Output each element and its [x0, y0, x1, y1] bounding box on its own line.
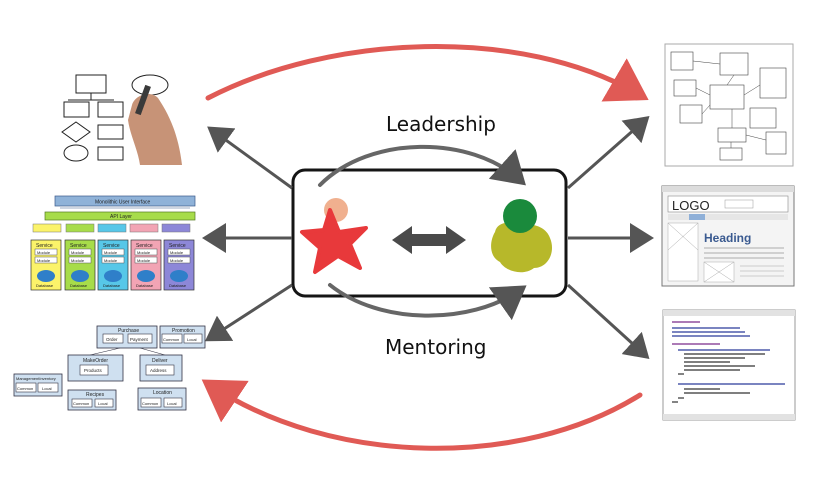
- svg-text:Common: Common: [73, 401, 89, 406]
- svg-text:Module: Module: [37, 250, 51, 255]
- svg-text:Service: Service: [36, 243, 53, 249]
- uml-diagram: [664, 43, 794, 167]
- wireframe-mockup: LOGO Heading: [661, 185, 795, 287]
- service-column-2: Service Module Module Database: [64, 239, 96, 291]
- service-column-3: Service Module Module Database: [97, 239, 129, 291]
- code-editor: [662, 309, 796, 421]
- svg-text:Module: Module: [71, 258, 85, 263]
- svg-text:Order: Order: [106, 337, 118, 342]
- bottom-red-arc: [201, 379, 643, 451]
- arrow-to-flowchart: [207, 126, 293, 190]
- svg-text:Service: Service: [136, 243, 153, 249]
- svg-text:Service: Service: [103, 243, 120, 249]
- domain-model-diagram: Purchase Order Payment Promotion Common …: [13, 325, 206, 411]
- flowchart-illustration: [61, 72, 183, 167]
- svg-text:Purchase: Purchase: [118, 328, 139, 334]
- svg-text:Service: Service: [70, 243, 87, 249]
- mentoring-label: Mentoring: [385, 335, 486, 359]
- svg-text:Recipes: Recipes: [86, 392, 105, 398]
- service-column-4: Service Module Module Database: [130, 239, 162, 291]
- svg-text:Local: Local: [42, 386, 52, 391]
- wireframe-logo: LOGO: [672, 198, 710, 213]
- arrow-to-uml: [567, 116, 650, 190]
- svg-text:Database: Database: [103, 283, 121, 288]
- svg-text:MakeOrder: MakeOrder: [83, 358, 108, 364]
- svg-text:Local: Local: [167, 401, 177, 406]
- svg-text:API Layer: API Layer: [110, 214, 132, 220]
- svg-text:Module: Module: [170, 258, 184, 263]
- svg-text:Common: Common: [163, 337, 179, 342]
- svg-text:Module: Module: [104, 250, 118, 255]
- arrow-to-code: [566, 283, 650, 360]
- top-red-arc: [205, 44, 649, 102]
- double-arrow: [392, 226, 466, 254]
- leadership-label: Leadership: [386, 112, 496, 136]
- svg-text:Local: Local: [187, 337, 197, 342]
- svg-text:Module: Module: [170, 250, 184, 255]
- svg-text:Database: Database: [169, 283, 187, 288]
- svg-text:Module: Module: [104, 258, 118, 263]
- svg-text:Module: Module: [71, 250, 85, 255]
- svg-text:Service: Service: [169, 243, 186, 249]
- mentee-head: [503, 199, 537, 233]
- svg-text:Deliver: Deliver: [152, 358, 168, 364]
- monolith-diagram: Monolithic User Interface API Layer Serv…: [30, 195, 196, 291]
- svg-text:Database: Database: [36, 283, 54, 288]
- svg-text:Promotion: Promotion: [172, 328, 195, 334]
- svg-text:Local: Local: [98, 401, 108, 406]
- svg-text:Module: Module: [137, 250, 151, 255]
- service-column-5: Service Module Module Database: [163, 239, 195, 291]
- arrow-to-domain-model: [204, 283, 293, 342]
- svg-text:Common: Common: [142, 401, 158, 406]
- svg-text:Module: Module: [137, 258, 151, 263]
- svg-text:Monolithic User Interface: Monolithic User Interface: [95, 200, 151, 206]
- svg-text:Database: Database: [70, 283, 88, 288]
- wireframe-heading: Heading: [704, 231, 751, 245]
- central-box: [291, 168, 568, 298]
- service-column-1: Service Module Module Database: [30, 239, 62, 291]
- svg-text:Address: Address: [150, 368, 167, 373]
- svg-text:Location: Location: [153, 390, 172, 396]
- svg-text:Module: Module: [37, 258, 51, 263]
- mentee-blob: [491, 222, 553, 273]
- svg-text:ManagementInventory: ManagementInventory: [16, 376, 56, 381]
- mentor-star: [300, 208, 368, 274]
- svg-text:Products: Products: [84, 368, 103, 373]
- svg-text:Common: Common: [17, 386, 33, 391]
- svg-text:Database: Database: [136, 283, 154, 288]
- svg-text:Payment: Payment: [130, 337, 149, 342]
- bottom-gray-arc: [328, 283, 527, 321]
- top-gray-arc: [318, 144, 526, 187]
